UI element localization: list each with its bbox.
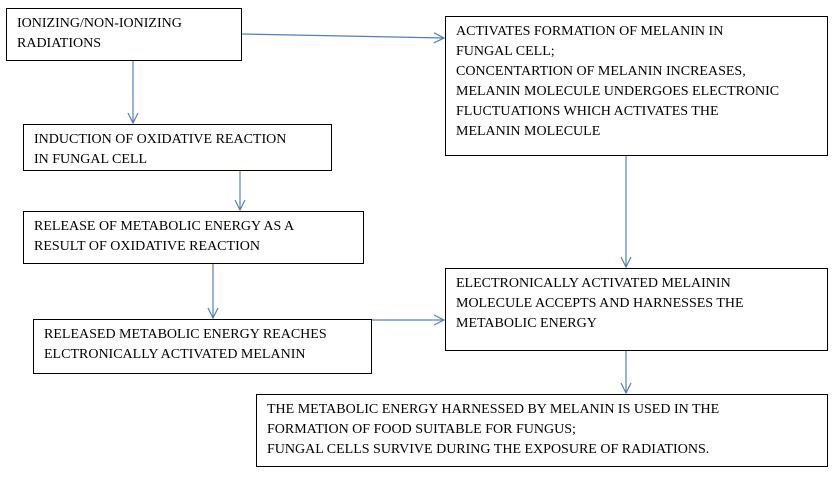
- activated-melanin-box: ELECTRONICALLY ACTIVATED MELAININ MOLECU…: [445, 268, 828, 351]
- radiation-line-1: IONIZING/NON-IONIZING: [17, 16, 182, 31]
- released-energy-box: RELEASED METABOLIC ENERGY REACHES ELCTRO…: [33, 319, 372, 374]
- melanin-formation-box: ACTIVATES FORMATION OF MELANIN IN FUNGAL…: [445, 16, 828, 156]
- electronic-line-3: METABOLIC ENERGY: [456, 316, 597, 331]
- released-line-1: RELEASED METABOLIC ENERGY REACHES: [44, 327, 327, 342]
- melanin-line-5: FLUCTUATIONS WHICH ACTIVATES THE: [456, 104, 719, 119]
- melanin-line-3: CONCENTARTION OF MELANIN INCREASES,: [456, 64, 746, 79]
- release-energy-box: RELEASE OF METABOLIC ENERGY AS A RESULT …: [23, 211, 364, 264]
- melanin-line-6: MELANIN MOLECULE: [456, 124, 601, 139]
- food-formation-box: THE METABOLIC ENERGY HARNESSED BY MELANI…: [256, 394, 828, 467]
- melanin-line-1: ACTIVATES FORMATION OF MELANIN IN: [456, 24, 724, 39]
- radiation-line-2: RADIATIONS: [17, 36, 101, 51]
- melanin-line-2: FUNGAL CELL;: [456, 44, 555, 59]
- electronic-line-2: MOLECULE ACCEPTS AND HARNESSES THE: [456, 296, 744, 311]
- arrow-radiation-to-melanin: [241, 34, 444, 38]
- oxidative-line-2: IN FUNGAL CELL: [34, 152, 148, 167]
- radiation-box: IONIZING/NON-IONIZING RADIATIONS: [6, 8, 242, 61]
- release-line-1: RELEASE OF METABOLIC ENERGY AS A: [34, 219, 295, 234]
- final-line-3: FUNGAL CELLS SURVIVE DURING THE EXPOSURE…: [267, 442, 710, 457]
- oxidative-reaction-box: INDUCTION OF OXIDATIVE REACTION IN FUNGA…: [23, 124, 332, 171]
- melanin-line-4: MELANIN MOLECULE UNDERGOES ELECTRONIC: [456, 84, 780, 99]
- released-line-2: ELCTRONICALLY ACTIVATED MELANIN: [44, 347, 306, 362]
- release-line-2: RESULT OF OXIDATIVE REACTION: [34, 239, 260, 254]
- final-line-2: FORMATION OF FOOD SUITABLE FOR FUNGUS;: [267, 422, 576, 437]
- electronic-line-1: ELECTRONICALLY ACTIVATED MELAININ: [456, 276, 731, 291]
- oxidative-line-1: INDUCTION OF OXIDATIVE REACTION: [34, 132, 287, 147]
- final-line-1: THE METABOLIC ENERGY HARNESSED BY MELANI…: [267, 402, 720, 417]
